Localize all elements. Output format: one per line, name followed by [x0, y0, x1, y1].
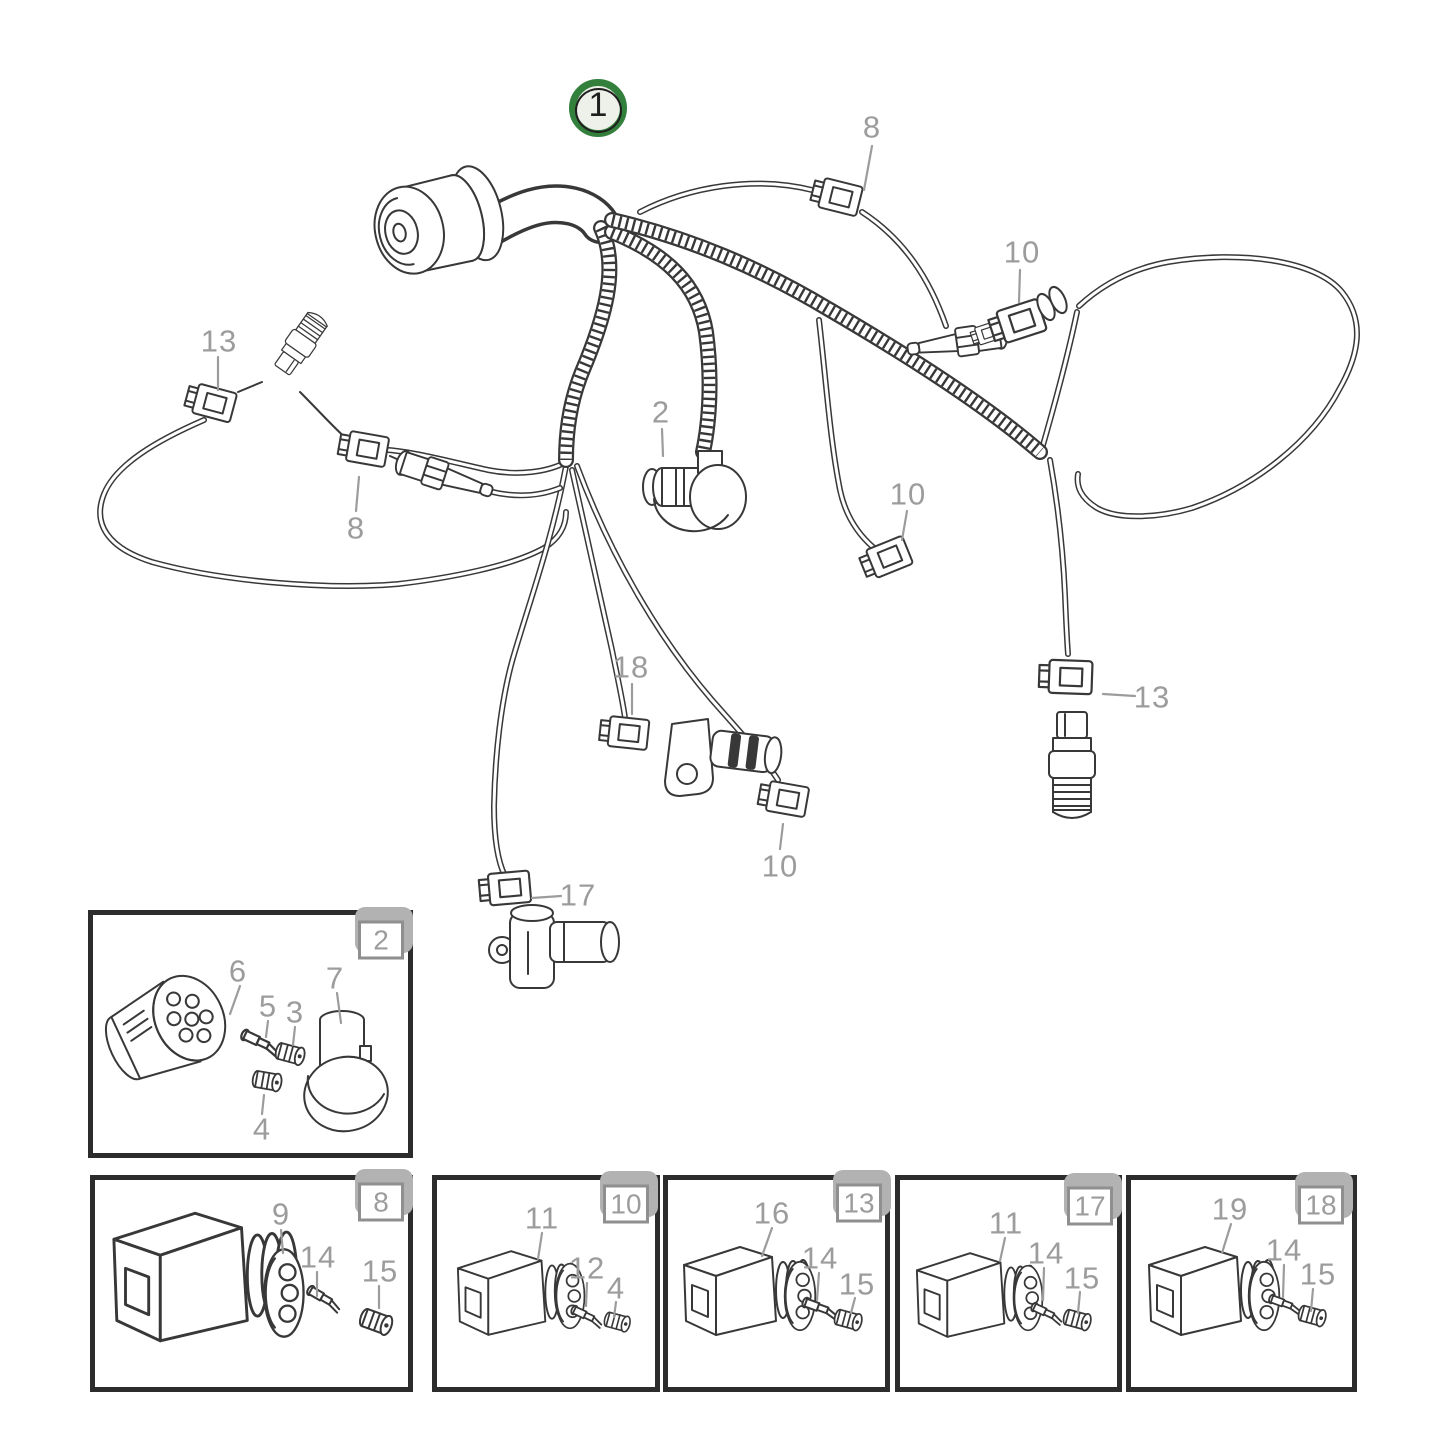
part-label-15d[interactable]: 15	[1299, 1256, 1337, 1292]
part-label-3[interactable]: 3	[285, 994, 305, 1030]
part-label-7[interactable]: 7	[325, 960, 345, 996]
part-label-14c[interactable]: 14	[1027, 1235, 1065, 1271]
leader-lines	[216, 144, 1315, 1319]
ecu-connector-drawing	[373, 165, 505, 275]
harness-wires	[97, 180, 1360, 879]
part-label-9[interactable]: 9	[271, 1196, 291, 1232]
part-label-14d[interactable]: 14	[1265, 1232, 1303, 1268]
box-8-badge[interactable]: 8	[358, 1182, 404, 1222]
assembly-callout[interactable]: 1	[569, 79, 627, 137]
box-10-badge[interactable]: 10	[603, 1184, 649, 1224]
callout-13-left[interactable]: 13	[200, 323, 238, 359]
part-label-4[interactable]: 4	[252, 1111, 272, 1147]
box-18-badge[interactable]: 18	[1298, 1185, 1344, 1225]
harness-connectors	[182, 174, 1096, 989]
callout-10-bottom[interactable]: 10	[761, 848, 799, 884]
callout-13-right[interactable]: 13	[1133, 679, 1171, 715]
callout-10-mid[interactable]: 10	[889, 476, 927, 512]
harness-tubes	[472, 184, 1048, 468]
callout-18[interactable]: 18	[612, 649, 650, 685]
part-label-15c[interactable]: 15	[1063, 1260, 1101, 1296]
part-label-19[interactable]: 19	[1211, 1191, 1249, 1227]
box-13-badge[interactable]: 13	[836, 1183, 882, 1223]
callout-8-left[interactable]: 8	[346, 510, 366, 546]
callout-17[interactable]: 17	[559, 877, 597, 913]
part-label-4b[interactable]: 4	[606, 1270, 626, 1306]
part-label-15[interactable]: 15	[361, 1253, 399, 1289]
part-label-6[interactable]: 6	[228, 953, 248, 989]
part-label-15b[interactable]: 15	[838, 1266, 876, 1302]
part-label-11b[interactable]: 11	[988, 1205, 1024, 1241]
part-label-14[interactable]: 14	[299, 1239, 337, 1275]
part-label-11[interactable]: 11	[524, 1200, 560, 1236]
callout-10-right[interactable]: 10	[1003, 234, 1041, 270]
part-label-14b[interactable]: 14	[801, 1240, 839, 1276]
callout-8-top[interactable]: 8	[862, 109, 882, 145]
part-label-5[interactable]: 5	[258, 988, 278, 1024]
assembly-callout-number: 1	[588, 85, 608, 124]
box-2-badge[interactable]: 2	[358, 920, 404, 960]
callout-2[interactable]: 2	[651, 394, 671, 430]
box-17-badge[interactable]: 17	[1067, 1186, 1113, 1226]
part-label-16[interactable]: 16	[753, 1195, 791, 1231]
detail-box-drawings	[92, 962, 1329, 1343]
assembly-callout-ring	[575, 88, 622, 133]
part-label-12[interactable]: 12	[568, 1250, 606, 1286]
